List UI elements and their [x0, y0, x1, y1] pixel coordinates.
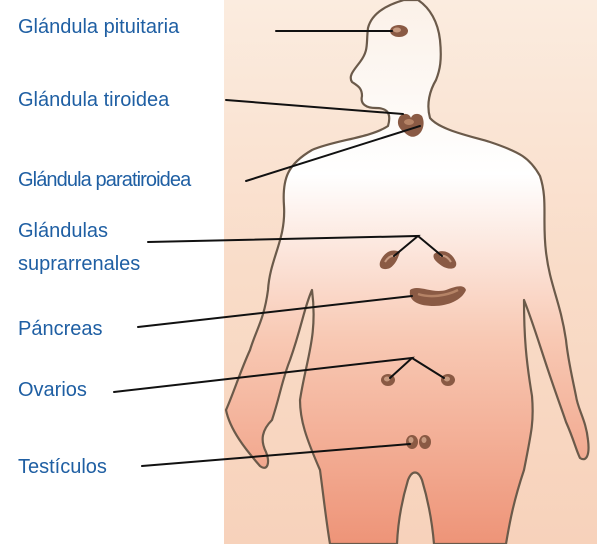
label-ovaries: Ovarios	[18, 378, 87, 402]
label-thyroid: Glándula tiroidea	[18, 88, 169, 112]
label-adrenal-line2: suprarrenales	[18, 252, 140, 276]
label-pituitary: Glándula pituitaria	[18, 15, 179, 39]
label-pancreas: Páncreas	[18, 317, 103, 341]
ovary-right-icon	[441, 374, 455, 386]
label-testicles: Testículos	[18, 455, 107, 479]
label-parathyroid: Glándula paratiroidea	[18, 168, 190, 192]
label-adrenal-line1: Glándulas	[18, 219, 108, 243]
